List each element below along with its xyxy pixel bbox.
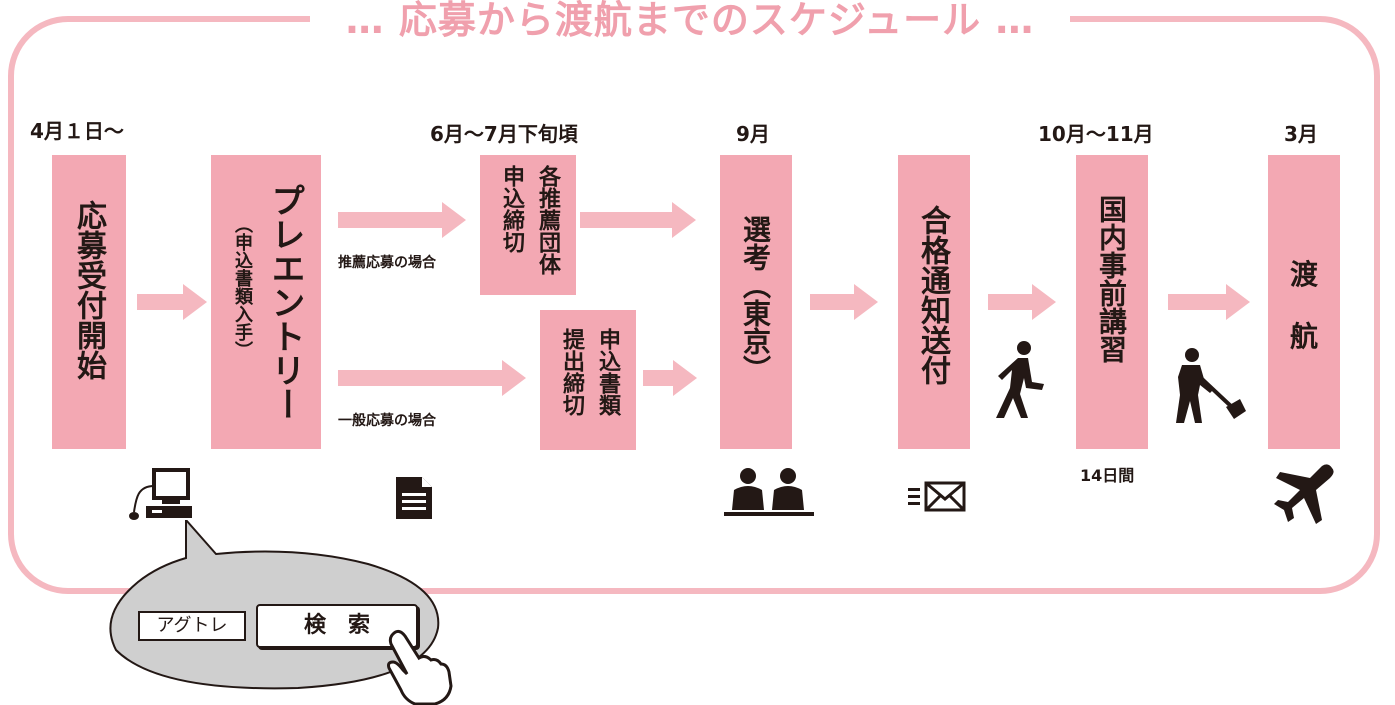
arrow-general-2: [643, 360, 697, 396]
step-pre-entry-text: プレエントリー: [265, 183, 305, 421]
date-training-label: 10月～11月: [1038, 122, 1154, 146]
route-recommended-label: 推薦応募の場合: [338, 255, 436, 271]
step-pre-entry-note: （申込書類入手）: [232, 215, 253, 359]
step-recommend-deadline-line1: 各推薦団体: [535, 165, 560, 275]
step-pre-entry: プレエントリー （申込書類入手）: [211, 155, 321, 449]
walking-person-icon: [996, 341, 1044, 418]
step-training-text: 国内事前講習: [1095, 195, 1128, 363]
date-departure-label: 3月: [1284, 122, 1318, 146]
step-recommend-deadline-line2: 申込締切: [499, 165, 524, 253]
mail-icon: [908, 481, 966, 512]
step-departure-char2: 航: [1290, 320, 1319, 353]
arrow-1: [137, 284, 207, 320]
shoveling-person-icon: [1176, 348, 1246, 423]
arrow-recommended-2: [580, 202, 696, 238]
step-general-deadline: 申込書類 提出締切: [540, 310, 636, 450]
airplane-icon: [1274, 464, 1334, 524]
diagram-title: … 応募から渡航までのスケジュール …: [310, 0, 1070, 40]
search-button[interactable]: 検 索: [256, 604, 418, 648]
step-acceptance: 合格通知送付: [898, 155, 970, 449]
step-training: 国内事前講習: [1076, 155, 1148, 449]
step-general-deadline-line1: 申込書類: [595, 328, 620, 416]
step-recommend-deadline: 各推薦団体 申込締切: [480, 155, 576, 295]
training-duration-label: 14日間: [1080, 466, 1135, 485]
arrow-recommended-1: [338, 202, 466, 238]
step-selection: 選考（東京）: [720, 155, 792, 449]
arrow-4: [988, 284, 1056, 320]
date-deadline-label: 6月～7月下旬頃: [430, 122, 578, 146]
interview-icon: [724, 468, 814, 516]
route-general-label: 一般応募の場合: [338, 413, 436, 429]
step-application-start: 応募受付開始: [52, 155, 126, 449]
arrow-general-1: [338, 360, 526, 396]
date-start-label: 4月１日～: [30, 119, 124, 143]
document-icon: [396, 477, 432, 519]
search-keyword-box[interactable]: アグトレ: [138, 611, 246, 641]
date-selection-label: 9月: [736, 122, 770, 146]
arrow-3: [810, 284, 878, 320]
step-acceptance-text: 合格通知送付: [915, 205, 950, 385]
step-general-deadline-line2: 提出締切: [559, 328, 584, 416]
computer-icon: [129, 468, 192, 520]
step-departure: 渡 航: [1268, 155, 1340, 449]
pointing-hand-icon: [387, 629, 453, 705]
step-departure-char1: 渡: [1290, 258, 1319, 291]
arrow-5: [1168, 284, 1250, 320]
step-application-start-text: 応募受付開始: [71, 200, 106, 380]
step-selection-text: 選考（東京）: [739, 215, 772, 383]
